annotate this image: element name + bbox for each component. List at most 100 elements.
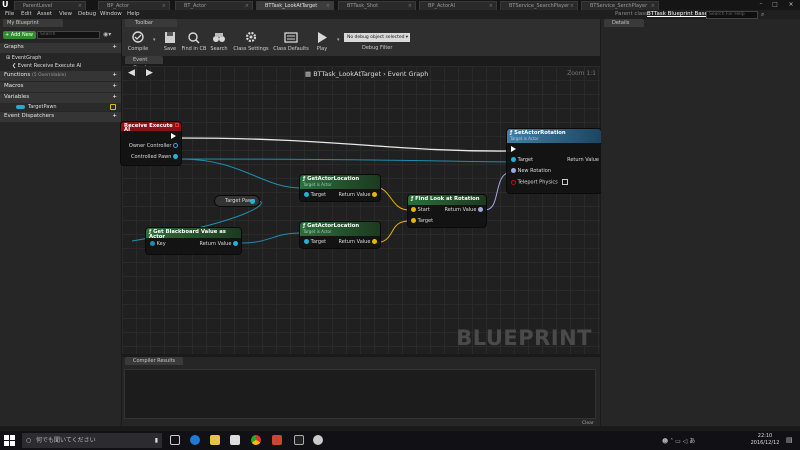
volume-icon[interactable]: ◁	[682, 438, 688, 445]
tab-bp-actorai[interactable]: BP_ActorAI×	[419, 1, 497, 10]
location1-target-pin[interactable]: Target	[304, 192, 326, 198]
clear-button[interactable]: Clear	[582, 421, 594, 426]
close-icon[interactable]: ×	[77, 3, 82, 9]
location1-return-pin[interactable]: Return Value	[338, 192, 377, 198]
teleport-physics-checkbox[interactable]	[562, 179, 569, 185]
find-in-cb-button[interactable]: Find in CB	[180, 31, 208, 55]
delegate-pin-icon[interactable]	[175, 123, 179, 127]
exec-in-pin-icon[interactable]	[511, 146, 516, 152]
eye-toggle-icon[interactable]	[110, 104, 116, 110]
get-blackboard-value-node[interactable]: ƒ Get Blackboard Value as Actor Key Retu…	[145, 227, 242, 255]
event-graph-tab[interactable]: Event Graph	[125, 56, 163, 71]
microphone-icon[interactable]: ▮	[154, 437, 158, 444]
task-view-icon[interactable]	[170, 435, 180, 445]
compiler-results-tab[interactable]: Compiler Results	[125, 357, 183, 365]
event-dispatchers-header[interactable]: Event Dispatchers+	[0, 112, 121, 122]
compile-button[interactable]: Compile	[122, 31, 154, 55]
details-tab[interactable]: Details	[604, 19, 644, 27]
variable-targetpawn[interactable]: TargetPawn	[0, 103, 121, 111]
chrome-icon[interactable]	[251, 435, 261, 445]
unreal-taskbar-icon[interactable]	[294, 435, 304, 445]
start-pin[interactable]: Start	[411, 207, 430, 213]
debug-object-select[interactable]: No debug object selected▾	[344, 33, 410, 42]
exec-out-pin-icon[interactable]	[171, 133, 176, 139]
blueprint-search-input[interactable]: Search	[37, 31, 100, 39]
menu-debug[interactable]: Debug	[78, 11, 97, 17]
owner-controller-pin[interactable]: Owner Controller	[129, 143, 178, 149]
teleport-physics-pin[interactable]: Teleport Physics	[511, 179, 569, 186]
set-rotation-target-pin[interactable]: Target	[511, 157, 533, 163]
variables-header[interactable]: Variables+	[0, 93, 121, 103]
add-new-button[interactable]: + Add New	[3, 31, 36, 39]
new-rotation-pin[interactable]: New Rotation	[511, 168, 551, 174]
compiler-results-log[interactable]	[124, 369, 596, 419]
app-icon-white[interactable]	[313, 435, 323, 445]
people-icon[interactable]: ☻	[662, 438, 669, 445]
location2-target-pin[interactable]: Target	[304, 239, 326, 245]
add-macro-icon[interactable]: +	[112, 83, 117, 89]
edge-browser-icon[interactable]	[190, 435, 200, 445]
find-look-at-rotation-node[interactable]: ƒ Find Look at Rotation Start Target Ret…	[407, 194, 487, 228]
search-help-input[interactable]: Search For Help	[706, 11, 758, 19]
add-variable-icon[interactable]: +	[112, 94, 117, 100]
graphs-header[interactable]: Graphs+	[0, 43, 121, 53]
menu-help[interactable]: Help	[127, 11, 140, 17]
object-pin-icon[interactable]	[250, 199, 255, 204]
graph-canvas[interactable]: ◀ ▶ ▦ BTTask_LookAtTarget › Event Graph …	[120, 66, 602, 354]
menu-file[interactable]: File	[5, 11, 15, 17]
find-look-target-pin[interactable]: Target	[411, 218, 433, 224]
clock[interactable]: 22:10 2016/12/12	[750, 433, 780, 447]
get-actor-location-node-1[interactable]: ƒ GetActorLocation Target is Actor Targe…	[299, 174, 381, 202]
windows-start-icon[interactable]	[4, 435, 15, 446]
ime-icon[interactable]: あ	[689, 438, 696, 445]
menu-asset[interactable]: Asset	[37, 11, 53, 17]
tab-bttask-shot[interactable]: BTTask_Shot×	[338, 1, 416, 10]
app-icon-red[interactable]	[272, 435, 282, 445]
breadcrumb-task[interactable]: BTTask_LookAtTarget	[313, 70, 382, 78]
functions-header[interactable]: Functions (5 Overridable) +	[0, 71, 121, 81]
find-look-return-pin[interactable]: Return Value	[444, 207, 483, 213]
eye-icon[interactable]: ◉▾	[103, 31, 112, 38]
close-icon[interactable]: ×	[325, 3, 330, 9]
menu-view[interactable]: View	[59, 11, 73, 17]
tab-bt-actor[interactable]: BT_Actor×	[175, 1, 253, 10]
maximize-button[interactable]: □	[772, 1, 778, 8]
save-button[interactable]: Save	[158, 31, 182, 55]
set-actor-rotation-node[interactable]: ƒ SetActorRotation Target is Actor Targe…	[506, 128, 602, 194]
receive-execute-ai-node[interactable]: Receive Execute AI Owner Controller Cont…	[120, 121, 182, 166]
notification-icon[interactable]: ▤	[786, 436, 793, 444]
close-icon[interactable]: ×	[650, 3, 655, 9]
set-rotation-return-pin[interactable]: Return Value	[567, 157, 599, 163]
play-options-chevron-icon[interactable]: ▾	[337, 37, 340, 43]
tab-bp-actor[interactable]: BP_Actor×	[98, 1, 170, 10]
add-dispatcher-icon[interactable]: +	[112, 113, 117, 119]
my-blueprint-tab[interactable]: My Blueprint	[3, 19, 63, 27]
eventgraph-item[interactable]: ⊞ EventGraph	[6, 55, 41, 61]
close-icon[interactable]: ×	[488, 3, 493, 9]
target-pawn-getter-node[interactable]: Target Pawn	[214, 195, 260, 207]
unreal-logo-icon[interactable]: U	[2, 0, 9, 9]
add-graph-icon[interactable]: +	[112, 44, 117, 50]
key-pin[interactable]: Key	[150, 241, 166, 247]
close-icon[interactable]: ×	[161, 3, 166, 9]
file-explorer-icon[interactable]	[210, 435, 220, 445]
event-receive-item[interactable]: ❮ Event Receive Execute AI	[12, 63, 81, 69]
parent-class-link[interactable]: BTTask Blueprint Base	[647, 11, 708, 17]
add-function-icon[interactable]: +	[112, 72, 117, 78]
close-icon[interactable]: ×	[569, 3, 574, 9]
menu-window[interactable]: Window	[100, 11, 122, 17]
play-button[interactable]: Play	[310, 31, 334, 55]
chevron-up-icon[interactable]: ˄	[670, 438, 674, 445]
taskbar-search-box[interactable]: ○ 何でも聞いてください ▮	[22, 433, 162, 448]
location2-return-pin[interactable]: Return Value	[338, 239, 377, 245]
close-window-button[interactable]: ×	[788, 1, 794, 8]
network-icon[interactable]: ▭	[675, 438, 681, 445]
get-bb-return-pin[interactable]: Return Value	[199, 241, 238, 247]
close-icon[interactable]: ×	[407, 3, 412, 9]
controlled-pawn-pin[interactable]: Controlled Pawn	[131, 154, 178, 160]
store-icon[interactable]	[230, 435, 240, 445]
minimize-button[interactable]: –	[759, 0, 763, 7]
macros-header[interactable]: Macros+	[0, 82, 121, 92]
tab-btservice-searchplayer[interactable]: BTService_SearchPlayer×	[500, 1, 578, 10]
get-actor-location-node-2[interactable]: ƒ GetActorLocation Target is Actor Targe…	[299, 221, 381, 249]
